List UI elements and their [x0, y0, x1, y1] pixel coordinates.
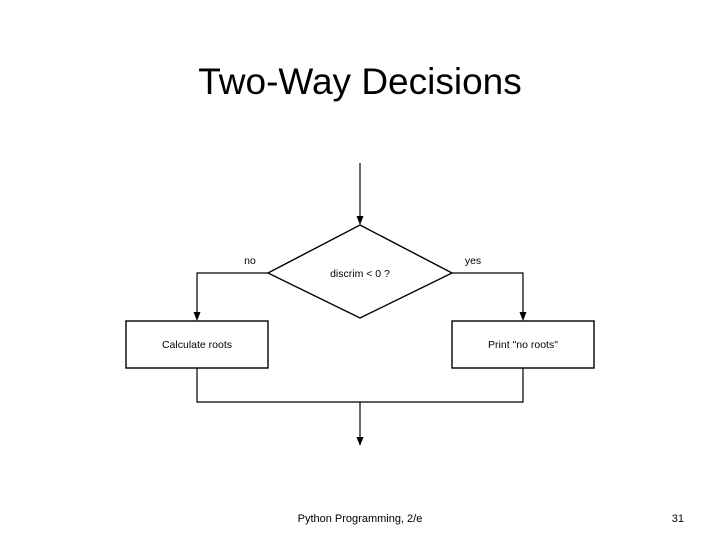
- page-number: 31: [671, 513, 684, 525]
- no-branch-arrow: [193, 272, 268, 321]
- entry-arrow: [356, 163, 364, 225]
- process-label-print-no-roots: Print "no roots": [488, 339, 558, 351]
- process-box-print-no-roots: Print "no roots": [451, 320, 595, 369]
- page-title: Two-Way Decisions: [198, 61, 522, 102]
- merge-arrow: [196, 368, 524, 446]
- yes-branch-arrow: [452, 272, 527, 321]
- decision-diamond: discrim < 0 ?: [266, 224, 454, 319]
- process-box-calculate-roots: Calculate roots: [125, 320, 269, 369]
- footer-note: Python Programming, 2/e: [297, 513, 423, 525]
- flowchart-canvas: discrim < 0 ? no yes Calculate roots: [125, 163, 595, 446]
- decision-label: discrim < 0 ?: [330, 268, 390, 280]
- flowchart-diagram: discrim < 0 ? no yes Calculate roots: [0, 140, 720, 480]
- branch-label-yes: yes: [465, 255, 481, 267]
- process-label-calculate-roots: Calculate roots: [162, 339, 232, 351]
- branch-label-no: no: [244, 255, 256, 267]
